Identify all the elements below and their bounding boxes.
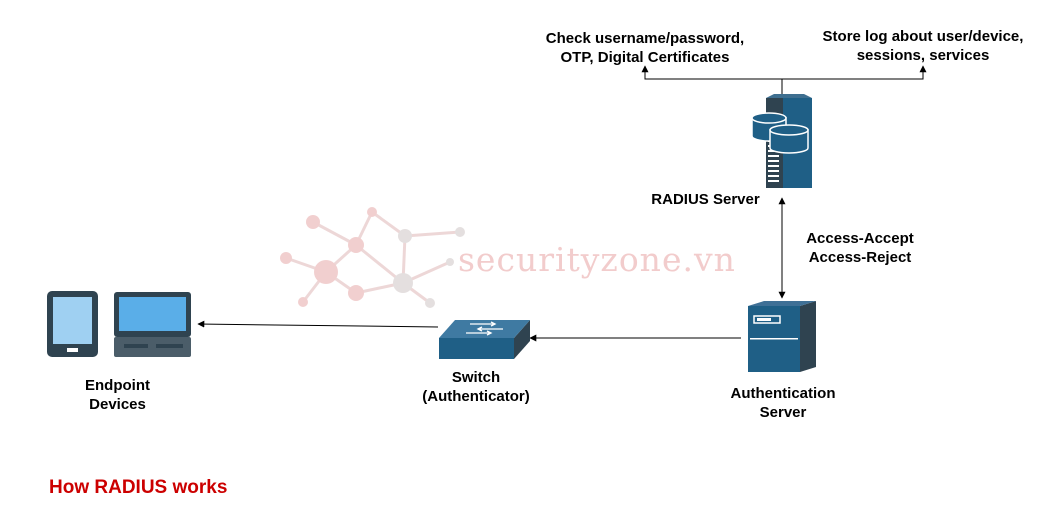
log-check-connector [641,65,927,99]
store-log-label: Store log about user/device, sessions, s… [822,28,1024,64]
network-switch-icon [439,320,530,359]
switch-to-endpoint-arrow [197,320,439,328]
access-response-label: Access-Accept Access-Reject [806,230,914,266]
authentication-server-label: Authentication Server [730,385,836,421]
radius-server-label: RADIUS Server [651,191,760,208]
endpoint-devices-label: Endpoint Devices [85,377,150,413]
laptop-icon [114,292,191,357]
watermark-network-icon [280,207,465,308]
check-credentials-label: Check username/password, OTP, Digital Ce… [545,30,745,66]
server-tower-icon [748,301,816,372]
tablet-icon [47,291,98,357]
switch-label: Switch (Authenticator) [422,369,530,405]
watermark-text: securityzone.vn [458,240,736,279]
database-server-icon [751,94,812,188]
diagram-title: How RADIUS works [49,477,228,498]
